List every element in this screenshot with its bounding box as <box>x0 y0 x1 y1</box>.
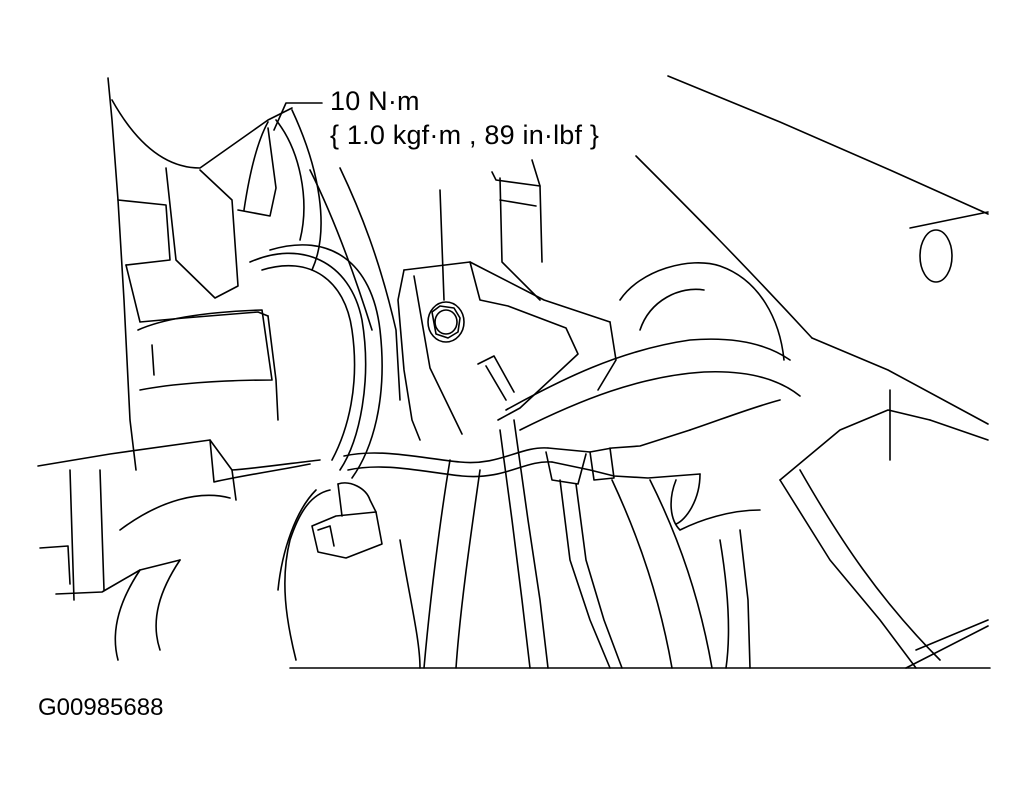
control-arm <box>505 338 801 669</box>
figure-id-label: G00985688 <box>38 694 164 721</box>
torque-value-alternate-units: { 1.0 kgf·m , 89 in·lbf } <box>330 120 600 150</box>
torque-value-metric: 10 N·m <box>330 86 420 116</box>
center-structure <box>399 159 549 669</box>
disk-outline <box>249 167 401 479</box>
right-lower-structure <box>719 409 989 669</box>
mounting-bracket <box>397 189 617 441</box>
upper-right-body <box>619 75 989 461</box>
torque-spec-callout: 10 N·m { 1.0 kgf·m , 89 in·lbf } <box>330 84 599 152</box>
bolt-icon <box>427 301 465 343</box>
sensor-harness <box>343 429 701 669</box>
sensor-connector <box>277 482 383 661</box>
left-pillar <box>107 77 322 471</box>
callout-leader <box>273 102 323 131</box>
lower-left-arm <box>37 439 321 661</box>
